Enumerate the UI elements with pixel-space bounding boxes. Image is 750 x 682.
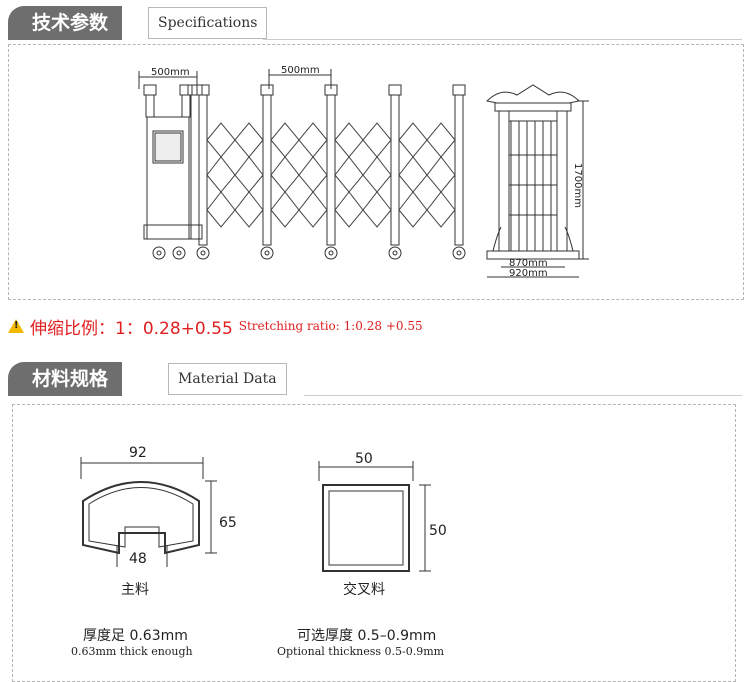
gate-posts xyxy=(196,84,466,246)
main-profile-shape xyxy=(82,481,200,555)
main-profile-width: 92 xyxy=(129,445,147,461)
main-profile-thickness-cn: 厚度足 0.63mm xyxy=(83,628,188,644)
main-profile-inner-width: 48 xyxy=(129,551,147,567)
gate-side-view xyxy=(485,84,589,278)
material-box: 92 65 48 50 50 主料 交叉料 厚度足 0.63mm 0.63mm … xyxy=(12,404,736,682)
spec-diagram-box: 500mm 500mm 1700mm 870mm 920mm xyxy=(8,44,744,300)
gate-diagram: 500mm 500mm 1700mm 870mm 920mm xyxy=(138,65,589,279)
material-header-title-cn: 材料规格 xyxy=(8,362,123,396)
dim-post-width: 500mm xyxy=(151,67,190,78)
cross-profile-thickness-en: Optional thickness 0.5-0.9mm xyxy=(277,645,445,658)
material-header-divider xyxy=(304,395,742,396)
spec-header-title-cn: 技术参数 xyxy=(8,6,123,40)
main-profile-thickness-en: 0.63mm thick enough xyxy=(71,645,193,658)
dim-depth-inner: 870mm xyxy=(509,258,548,269)
stretch-ratio-cn: 伸缩比例：1：0.28+0.55 xyxy=(30,318,233,339)
material-profiles: 92 65 48 50 50 xyxy=(80,445,447,572)
cross-profile-width: 50 xyxy=(355,451,373,467)
main-profile-height: 65 xyxy=(219,515,237,531)
cross-profile-thickness-cn: 可选厚度 0.5–0.9mm xyxy=(297,628,437,644)
dim-depth-outer: 920mm xyxy=(509,268,548,279)
warning-icon: ! xyxy=(8,319,24,333)
spec-header-title-en: Specifications xyxy=(148,7,268,39)
scissor-lattice xyxy=(206,122,456,228)
dim-height: 1700mm xyxy=(572,163,583,208)
gate-wheels xyxy=(152,246,466,260)
main-profile-name: 主料 xyxy=(121,582,149,598)
cross-profile-shape xyxy=(322,484,410,572)
stretch-ratio-note: ! 伸缩比例：1：0.28+0.55 Stretching ratio: 1:0… xyxy=(8,314,423,339)
stretch-ratio-en: Stretching ratio: 1:0.28 +0.55 xyxy=(238,319,423,333)
spec-header-divider xyxy=(263,39,742,40)
dim-panel-spacing: 500mm xyxy=(281,65,320,76)
spec-header: 技术参数 Specifications xyxy=(8,6,742,40)
cross-profile-name: 交叉料 xyxy=(343,582,385,598)
material-header: 材料规格 Material Data xyxy=(8,362,742,396)
material-header-title-en: Material Data xyxy=(168,363,287,395)
cross-profile-height: 50 xyxy=(429,523,447,539)
